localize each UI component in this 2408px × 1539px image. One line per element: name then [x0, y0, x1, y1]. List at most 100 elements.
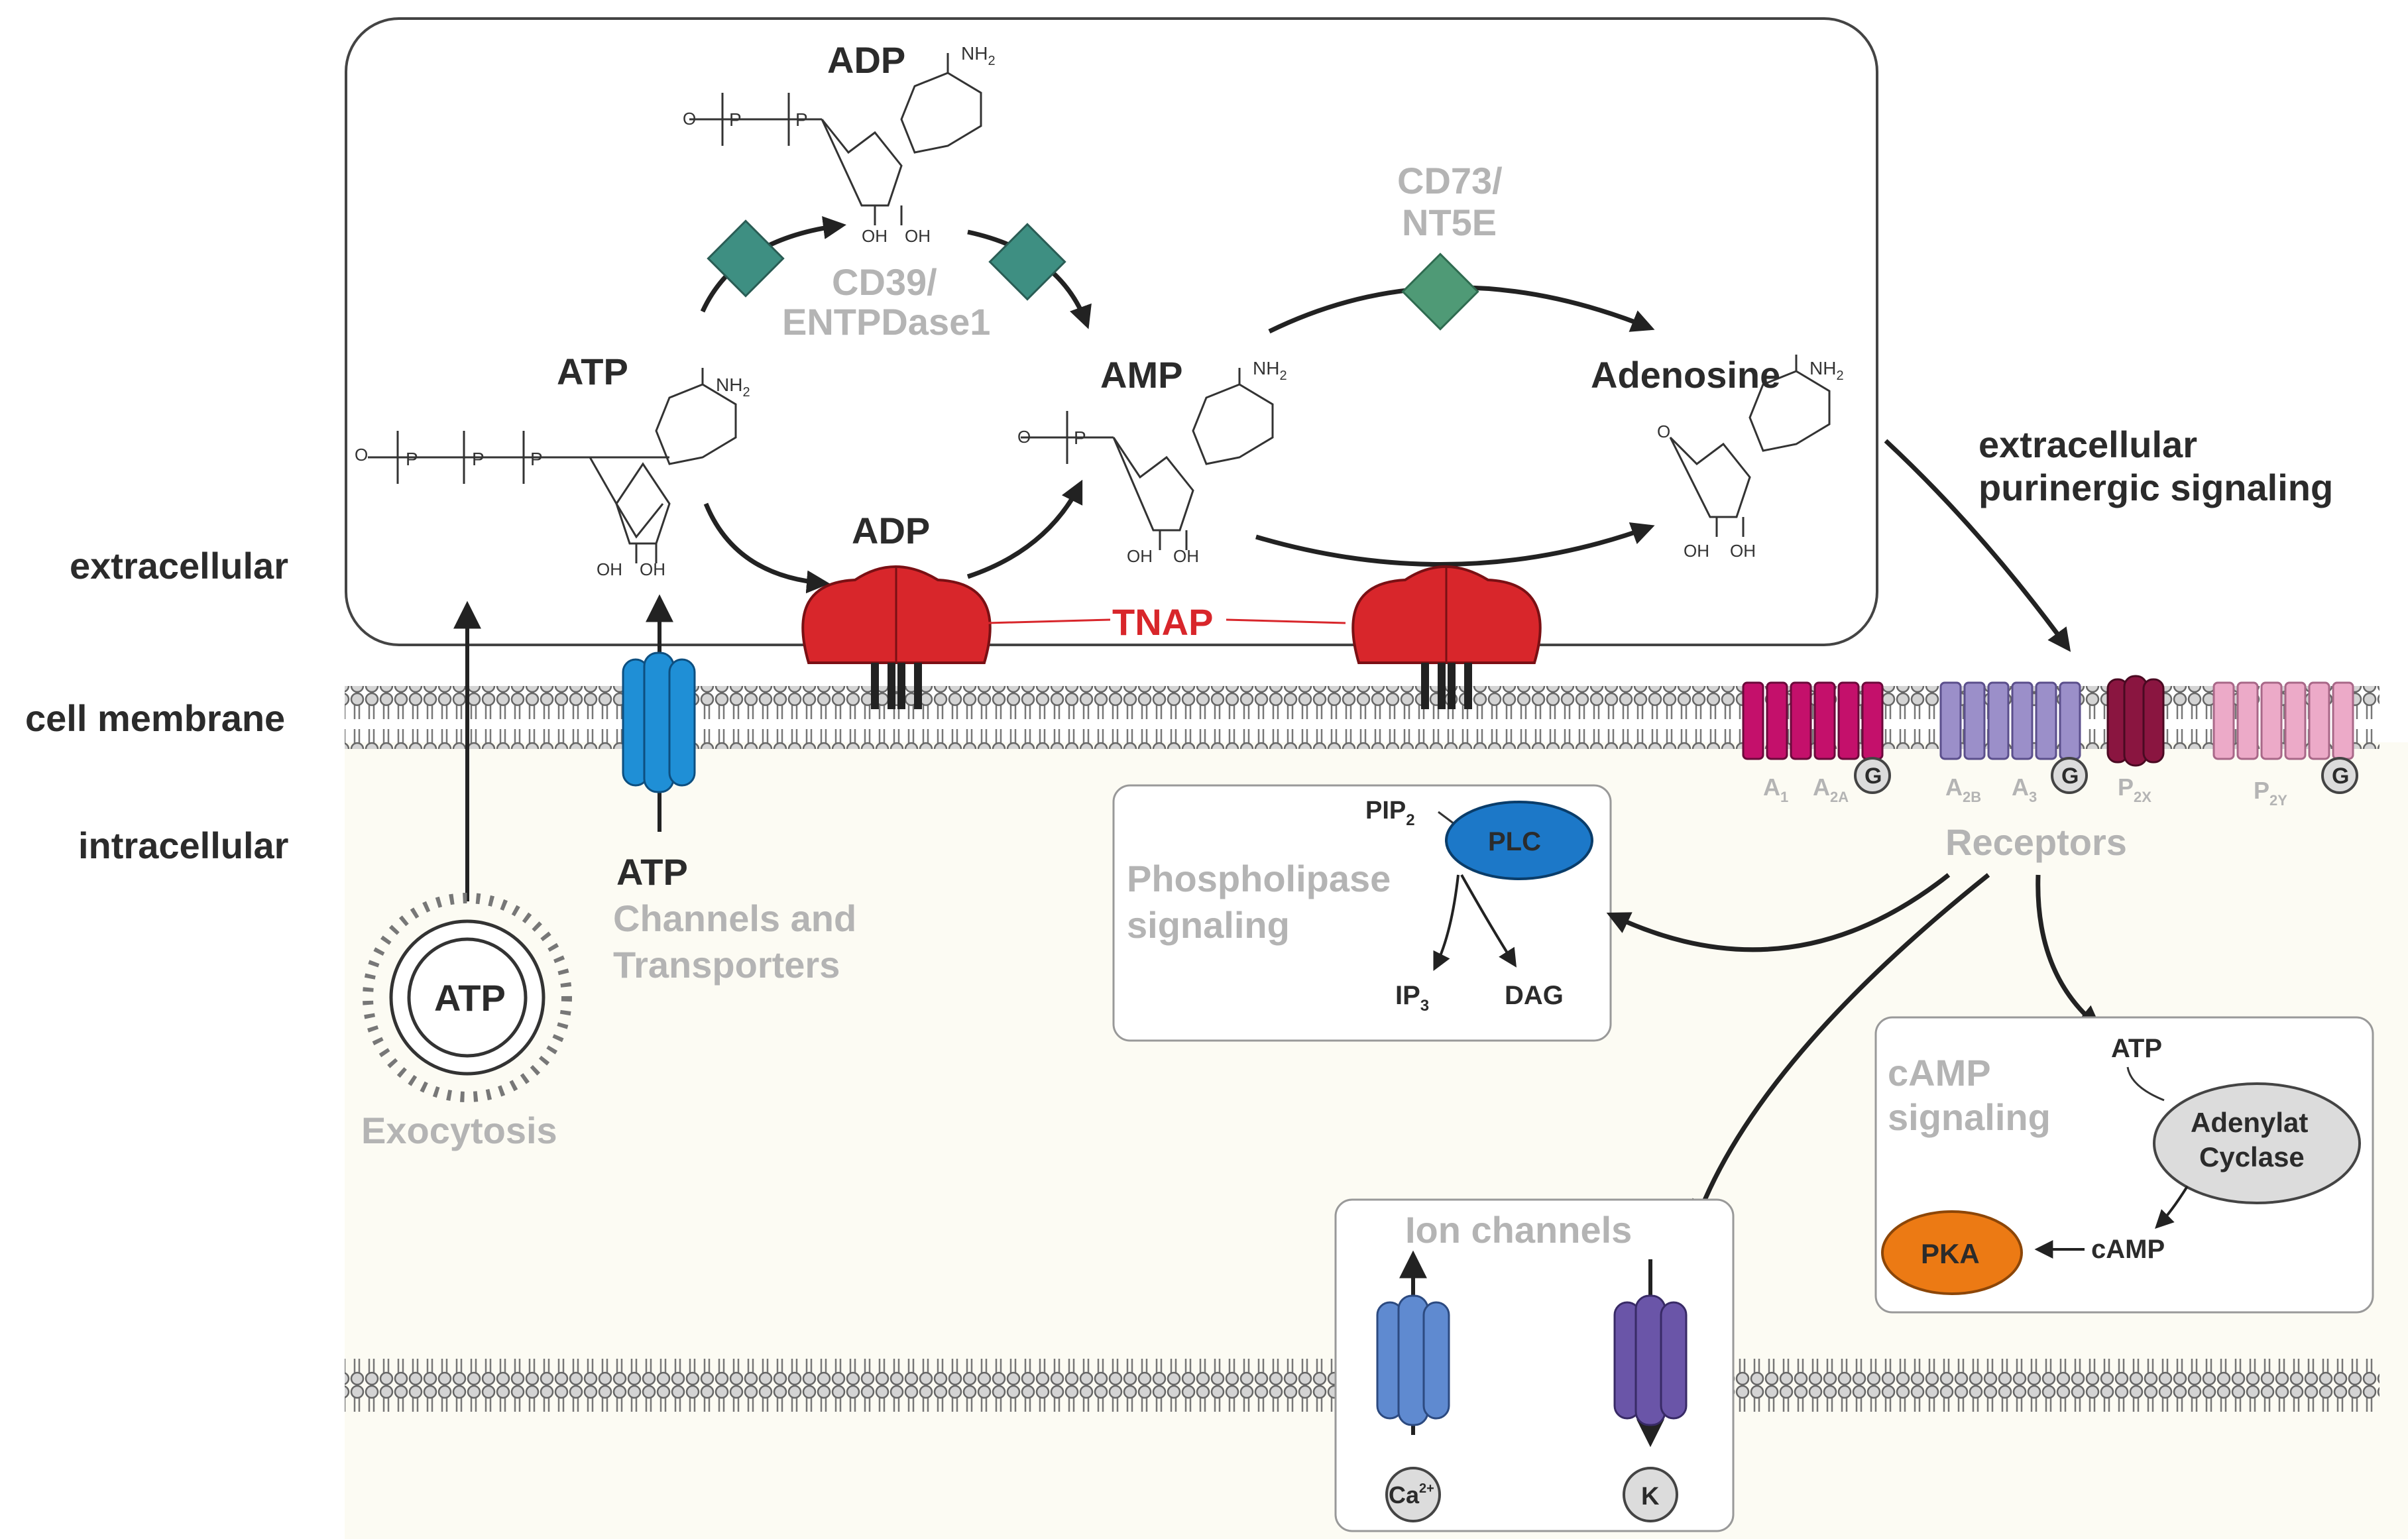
camp-title-2: signaling	[1888, 1096, 2051, 1138]
camp-label: cAMP	[2091, 1235, 2165, 1264]
exocytosis-label: Exocytosis	[361, 1110, 557, 1151]
adenosine-oh1: OH	[1684, 541, 1709, 561]
pka-enzyme	[1881, 1210, 2023, 1295]
calcium-ion	[1385, 1467, 1441, 1522]
receptor-p2y	[2212, 681, 2354, 760]
phospholipase-title-1: Phospholipase	[1127, 858, 1391, 899]
label-cell-membrane: cell membrane	[25, 697, 285, 739]
receptor-p2x	[2106, 675, 2165, 767]
cyclase-label-2: Cyclase	[2199, 1141, 2305, 1172]
atp-nh2: NH2	[716, 374, 750, 400]
atp-to-cyclase-link	[2126, 1066, 2165, 1102]
label-extracellular: extracellular	[70, 545, 288, 587]
extracellular-signaling-label-1: extracellular	[1978, 424, 2197, 465]
arrow-adp-mid-to-amp	[966, 479, 1083, 579]
label-a2b: A2B	[1945, 773, 1981, 805]
label-p2x: P2X	[2118, 773, 2151, 805]
arrow-receptors-to-ion-channels	[1692, 873, 1990, 1224]
adp-top-nh2: NH2	[961, 43, 996, 68]
channels-label-1: Channels and	[613, 897, 856, 939]
channels-label-2: Transporters	[613, 944, 840, 986]
potassium-channel	[1613, 1294, 1688, 1426]
svg-text:G: G	[2061, 764, 2079, 789]
atp-structure	[368, 368, 737, 563]
adp-top-structure	[689, 53, 982, 225]
amp-p: P	[1074, 428, 1086, 448]
adenylate-cyclase	[2153, 1082, 2361, 1204]
ion-channels-title: Ion channels	[1405, 1209, 1632, 1251]
adenosine-o-minus: O	[1657, 422, 1670, 441]
atp-label: ATP	[557, 351, 628, 392]
adp-top-oh1: OH	[862, 226, 888, 246]
adp-mid-label: ADP	[852, 510, 930, 551]
cd39-enzyme-1	[707, 219, 785, 298]
tnap-link-left	[987, 618, 1111, 624]
tnap-enzyme-2	[1351, 565, 1542, 709]
amp-o-minus: O	[1017, 427, 1031, 447]
camp-title-1: cAMP	[1888, 1052, 1991, 1094]
cd73-label-2: NT5E	[1402, 201, 1497, 243]
svg-text:G: G	[2332, 764, 2349, 789]
label-a2a: A2A	[1813, 773, 1849, 805]
g-protein-a1: G	[1854, 757, 1891, 794]
amp-structure	[1021, 368, 1274, 550]
label-a3: A3	[2012, 773, 2037, 805]
receptor-a2b-a3	[1939, 681, 2081, 760]
atp-channel	[622, 652, 696, 793]
adenosine-structure	[1669, 355, 1831, 537]
amp-label: AMP	[1100, 354, 1182, 396]
channel-atp-label: ATP	[616, 851, 688, 893]
adenosine-oh2: OH	[1730, 541, 1756, 561]
label-intracellular: intracellular	[78, 825, 288, 866]
extracellular-compartment	[345, 17, 1878, 646]
extracellular-signaling-label-2: purinergic signaling	[1978, 467, 2333, 508]
cd73-label-1: CD73/	[1397, 160, 1503, 201]
atp-p2: P	[472, 449, 485, 469]
cyclase-label-1: Adenylat	[2191, 1107, 2308, 1138]
calcium-label: Ca2+	[1389, 1481, 1434, 1509]
potassium-ion	[1623, 1467, 1678, 1522]
arrow-adenosine-to-receptors	[1884, 439, 2071, 652]
cd39-label-1: CD39/	[832, 261, 937, 303]
potassium-label: K	[1641, 1483, 1660, 1510]
g-protein-a2b: G	[2051, 757, 2088, 794]
atp-o-minus: O	[355, 445, 368, 465]
arrow-receptors-to-phospholipase	[1606, 873, 1951, 952]
camp-atp-label: ATP	[2111, 1034, 2162, 1063]
tnap-enzyme-1	[801, 565, 992, 709]
atp-p1: P	[406, 449, 418, 469]
cd73-enzyme	[1401, 253, 1479, 331]
adp-top-oh2: OH	[905, 226, 931, 246]
vesicle-atp-label: ATP	[434, 977, 506, 1019]
arrow-cyclase-to-camp	[2155, 1185, 2189, 1229]
dag-label: DAG	[1505, 981, 1564, 1010]
arrow-atp-to-adp-mid	[703, 502, 830, 594]
calcium-channel	[1376, 1294, 1450, 1426]
amp-nh2: NH2	[1253, 358, 1287, 383]
label-p2y: P2Y	[2254, 777, 2287, 809]
plc-enzyme	[1445, 801, 1593, 880]
ip3-label: IP3	[1395, 981, 1429, 1015]
adenosine-label: Adenosine	[1591, 354, 1780, 396]
atp-vesicle	[363, 893, 572, 1102]
ion-channels-box	[1334, 1198, 1735, 1532]
plc-label: PLC	[1488, 827, 1541, 856]
phospholipase-title-2: signaling	[1127, 904, 1290, 946]
receptors-label: Receptors	[1945, 821, 2127, 863]
cd39-label-2: ENTPDase1	[782, 301, 990, 343]
pka-label: PKA	[1921, 1238, 1980, 1269]
label-a1: A1	[1763, 773, 1788, 805]
tnap-link-right	[1226, 618, 1346, 624]
adenosine-nh2: NH2	[1809, 358, 1844, 383]
receptor-a1-a2a	[1742, 681, 1884, 760]
atp-oh1: OH	[597, 559, 622, 579]
arrow-receptors-to-camp	[2035, 874, 2102, 1029]
atp-p3: P	[530, 449, 543, 469]
atp-oh2: OH	[640, 559, 665, 579]
adp-top-p2: P	[795, 109, 808, 130]
tnap-label: TNAP	[1112, 601, 1213, 643]
cd39-enzyme-2	[988, 223, 1066, 301]
adp-top-o-minus: O	[683, 109, 696, 129]
